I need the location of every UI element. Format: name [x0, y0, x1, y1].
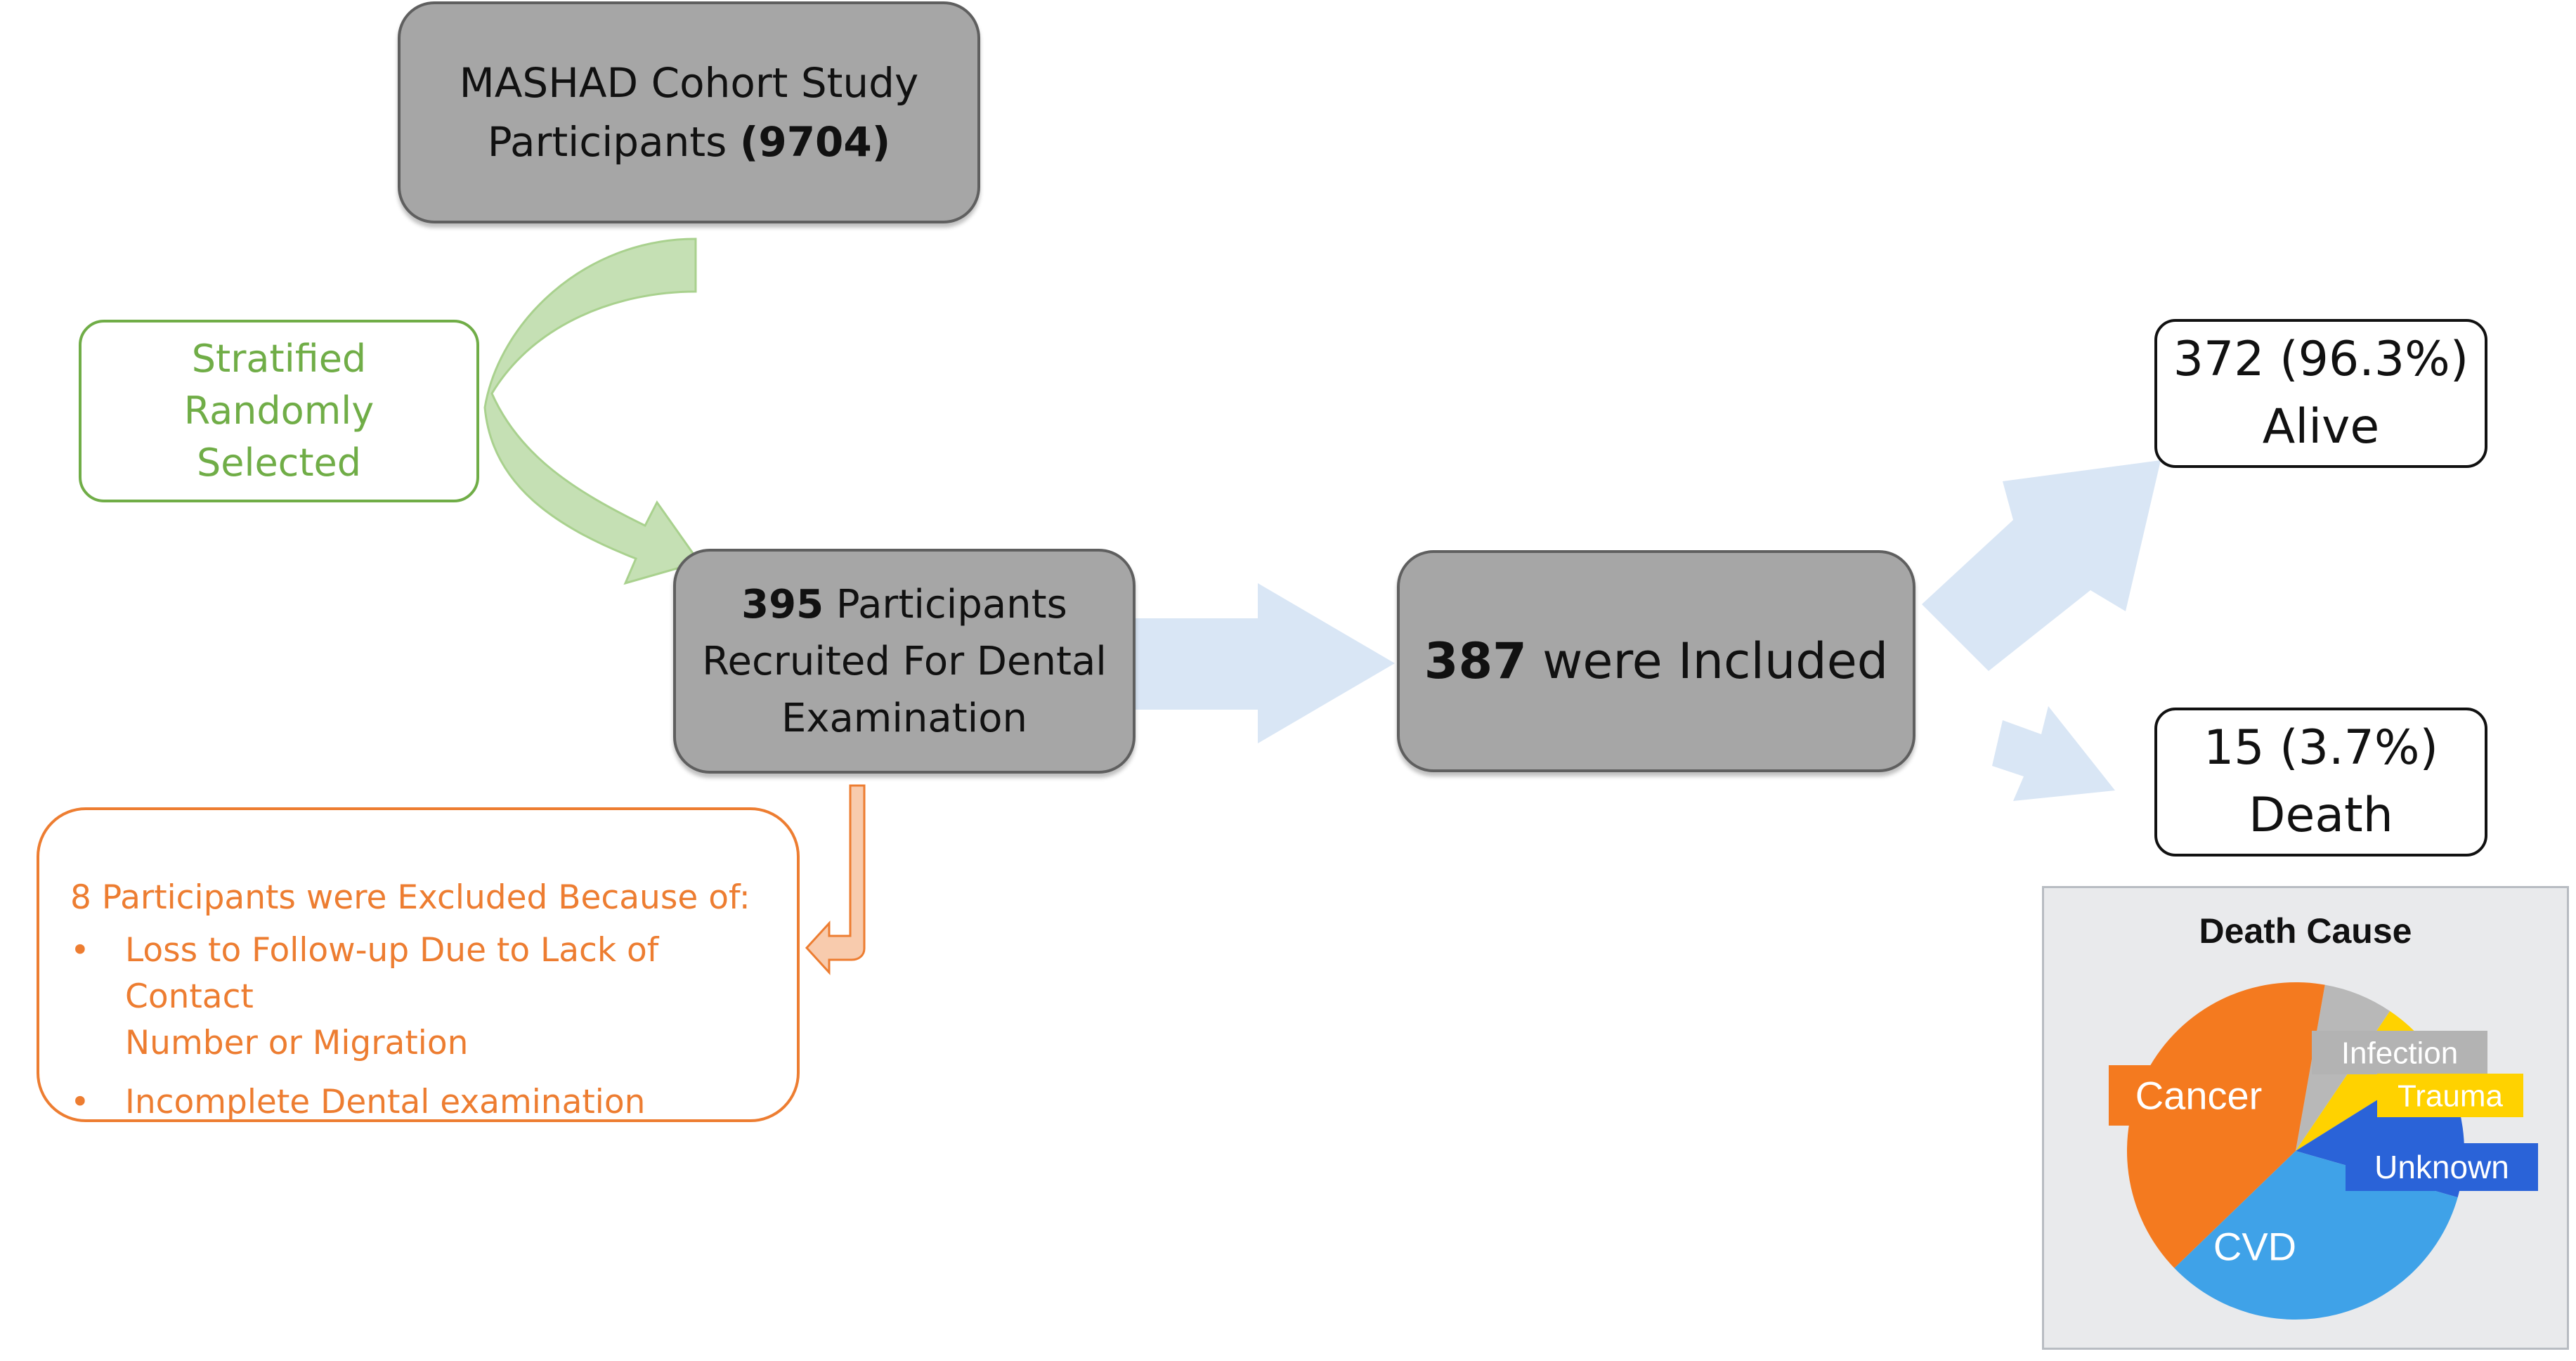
- pie-label-cvd: CVD: [2213, 1225, 2296, 1269]
- included-box: 387 were Included: [1397, 550, 1915, 772]
- cohort-line2: Participants (9704): [487, 118, 891, 166]
- arrow-recruited-to-excluded: [805, 784, 866, 975]
- pie-label-cancer: Cancer: [2135, 1074, 2263, 1118]
- recruited-box: 395 Participants Recruited For Dental Ex…: [673, 549, 1136, 774]
- excluded-bullet-1: • Loss to Follow-up Due to Lack of Conta…: [70, 927, 769, 1067]
- pie-label-bg-cancer: [2109, 1065, 2289, 1126]
- selection-curved-arrow: [483, 237, 701, 585]
- excluded-reason-1-line2: Number or Migration: [125, 1024, 469, 1062]
- excluded-heading: 8 Participants were Excluded Because of:: [70, 878, 750, 917]
- excluded-reason-1-line1: Loss to Follow-up Due to Lack of Contact: [125, 931, 659, 1016]
- recruited-line3: Examination: [781, 695, 1027, 741]
- bullet-glyph: •: [70, 1083, 90, 1121]
- selection-line2: Randomly: [183, 389, 375, 433]
- recruited-line1: 395 Participants: [741, 581, 1067, 627]
- arrow-included-to-death: [1992, 706, 2115, 801]
- alive-box: 372 (96.3%) Alive: [2154, 319, 2487, 468]
- pie-label-bg-unknown: [2346, 1143, 2538, 1191]
- arrow-included-to-alive: [1922, 460, 2161, 671]
- included-label: 387 were Included: [1424, 632, 1889, 690]
- pie-label-bg-trauma: [2377, 1074, 2523, 1117]
- bullet-glyph: •: [70, 931, 90, 970]
- arrow-recruited-to-included: [1135, 583, 1395, 743]
- death-box: 15 (3.7%) Death: [2154, 708, 2487, 857]
- selection-method-box: Stratified Randomly Selected: [79, 320, 479, 502]
- excluded-bullet-2: • Incomplete Dental examination: [70, 1079, 769, 1126]
- death-count: 15 (3.7%): [2204, 720, 2438, 776]
- death-cause-pie-chart: Death Cause Cancer InfectionTraumaUnknown…: [2109, 911, 2538, 1320]
- pie-slice-cvd: [2174, 1151, 2458, 1320]
- recruited-line2: Recruited For Dental: [702, 638, 1107, 684]
- cohort-box: MASHAD Cohort Study Participants (9704): [398, 1, 980, 223]
- alive-count: 372 (96.3%): [2173, 332, 2469, 387]
- death-label: Death: [2249, 788, 2393, 843]
- excluded-reason-2-line1: Incomplete Dental examination: [125, 1083, 646, 1121]
- pie-label-unknown: Unknown: [2374, 1149, 2509, 1185]
- alive-label: Alive: [2262, 399, 2380, 455]
- chart-title: Death Cause: [2199, 911, 2412, 951]
- pie-label-infection: Infection: [2341, 1036, 2458, 1070]
- pie-label-trauma: Trauma: [2398, 1079, 2503, 1113]
- selection-line3: Selected: [196, 441, 362, 485]
- excluded-box: 8 Participants were Excluded Because of:…: [37, 807, 800, 1122]
- cohort-line1: MASHAD Cohort Study: [459, 59, 919, 107]
- selection-line1: Stratified: [191, 337, 367, 381]
- pie-label-bg-infection: [2312, 1031, 2487, 1074]
